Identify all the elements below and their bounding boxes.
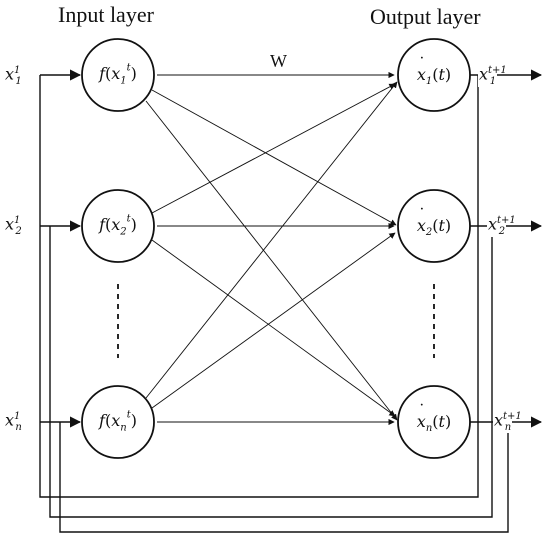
output-value-n-label: xt+1n xyxy=(493,410,522,433)
edge-1-2 xyxy=(151,89,397,226)
output-neuron-n-label: xn(t) xyxy=(417,413,451,434)
output-neuron-2 xyxy=(397,189,471,263)
input-neuron-n-label: f(xnt) xyxy=(99,409,137,434)
output-neuron-2-label: x2(t) xyxy=(417,217,451,238)
edge-2-1 xyxy=(151,83,396,214)
output-neuron-1-label: x1(t) xyxy=(417,66,451,87)
edge-1-n xyxy=(145,100,398,421)
edge-2-n xyxy=(151,239,396,417)
feedback-loop-2 xyxy=(49,226,493,518)
output-neuron-n xyxy=(397,385,471,459)
output-arrows xyxy=(470,69,543,428)
input-neuron-2-label: f(x2t) xyxy=(99,213,137,238)
input-neuron-1 xyxy=(81,38,155,112)
input-value-2-label: x12 xyxy=(4,214,23,237)
edge-n-1 xyxy=(145,81,398,399)
input-neuron-2 xyxy=(81,189,155,263)
edge-n-2 xyxy=(151,232,396,409)
feedback-loop-n xyxy=(59,422,509,533)
input-value-1-label: x11 xyxy=(4,64,23,87)
ellipsis-dashes xyxy=(117,284,435,358)
weight-matrix-label: W xyxy=(270,51,287,71)
input-arrows xyxy=(40,69,82,428)
input-value-n-label: x1n xyxy=(4,410,23,433)
neurons xyxy=(81,38,471,459)
feedback-loop-1 xyxy=(39,75,479,498)
input-neuron-n xyxy=(81,385,155,459)
input-layer-title: Input layer xyxy=(58,2,154,27)
output-neuron-1 xyxy=(397,38,471,112)
output-value-1-label: xt+11 xyxy=(478,64,507,87)
weight-connections xyxy=(145,71,398,426)
output-layer-title: Output layer xyxy=(370,4,481,29)
feedback-loops xyxy=(39,75,509,533)
output-value-2-label: xt+12 xyxy=(487,214,516,237)
input-neuron-1-label: f(x1t) xyxy=(99,62,137,87)
